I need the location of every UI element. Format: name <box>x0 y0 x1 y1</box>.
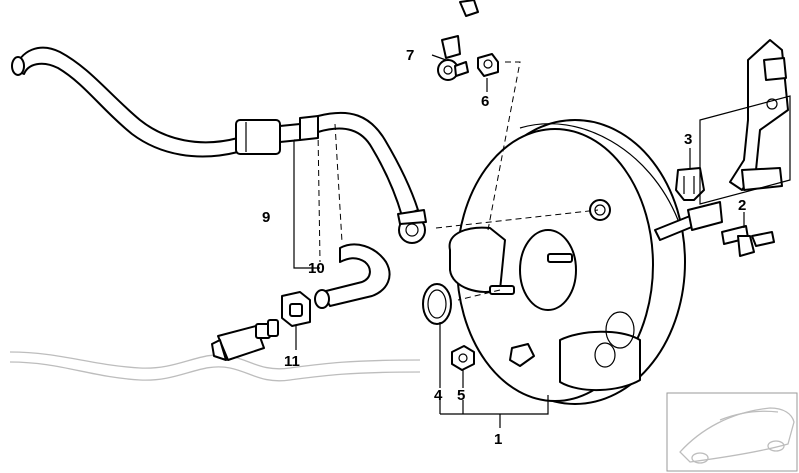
callout-5: 5 <box>457 387 465 404</box>
grommet-6 <box>477 53 499 77</box>
callout-7: 7 <box>406 47 414 64</box>
top-fitting <box>459 0 479 17</box>
callout-4: 4 <box>434 387 443 404</box>
callout-11: 11 <box>284 353 300 370</box>
connector-7 <box>437 35 469 81</box>
callout-2: 2 <box>738 197 746 214</box>
brake-booster-1 <box>448 119 723 405</box>
dashed-lines <box>317 61 599 301</box>
vacuum-valve <box>211 319 279 361</box>
bolt-2 <box>721 225 775 257</box>
callout-6: 6 <box>481 93 489 110</box>
vehicle-thumbnail <box>666 392 798 472</box>
grommet-11 <box>281 291 311 327</box>
vacuum-hose-9 <box>11 46 427 244</box>
leader-lines <box>293 54 745 428</box>
callout-10: 10 <box>308 260 325 277</box>
pedal-bracket <box>729 39 789 191</box>
hose-10 <box>314 243 391 309</box>
nut-5 <box>451 345 475 371</box>
callout-labels: 1 2 3 4 5 6 7 9 10 11 <box>262 47 746 448</box>
callout-1: 1 <box>494 431 502 448</box>
callout-3: 3 <box>684 131 692 148</box>
pedal-reference-box <box>699 95 791 205</box>
callout-9: 9 <box>262 209 270 226</box>
seal-ring-4 <box>422 283 452 325</box>
